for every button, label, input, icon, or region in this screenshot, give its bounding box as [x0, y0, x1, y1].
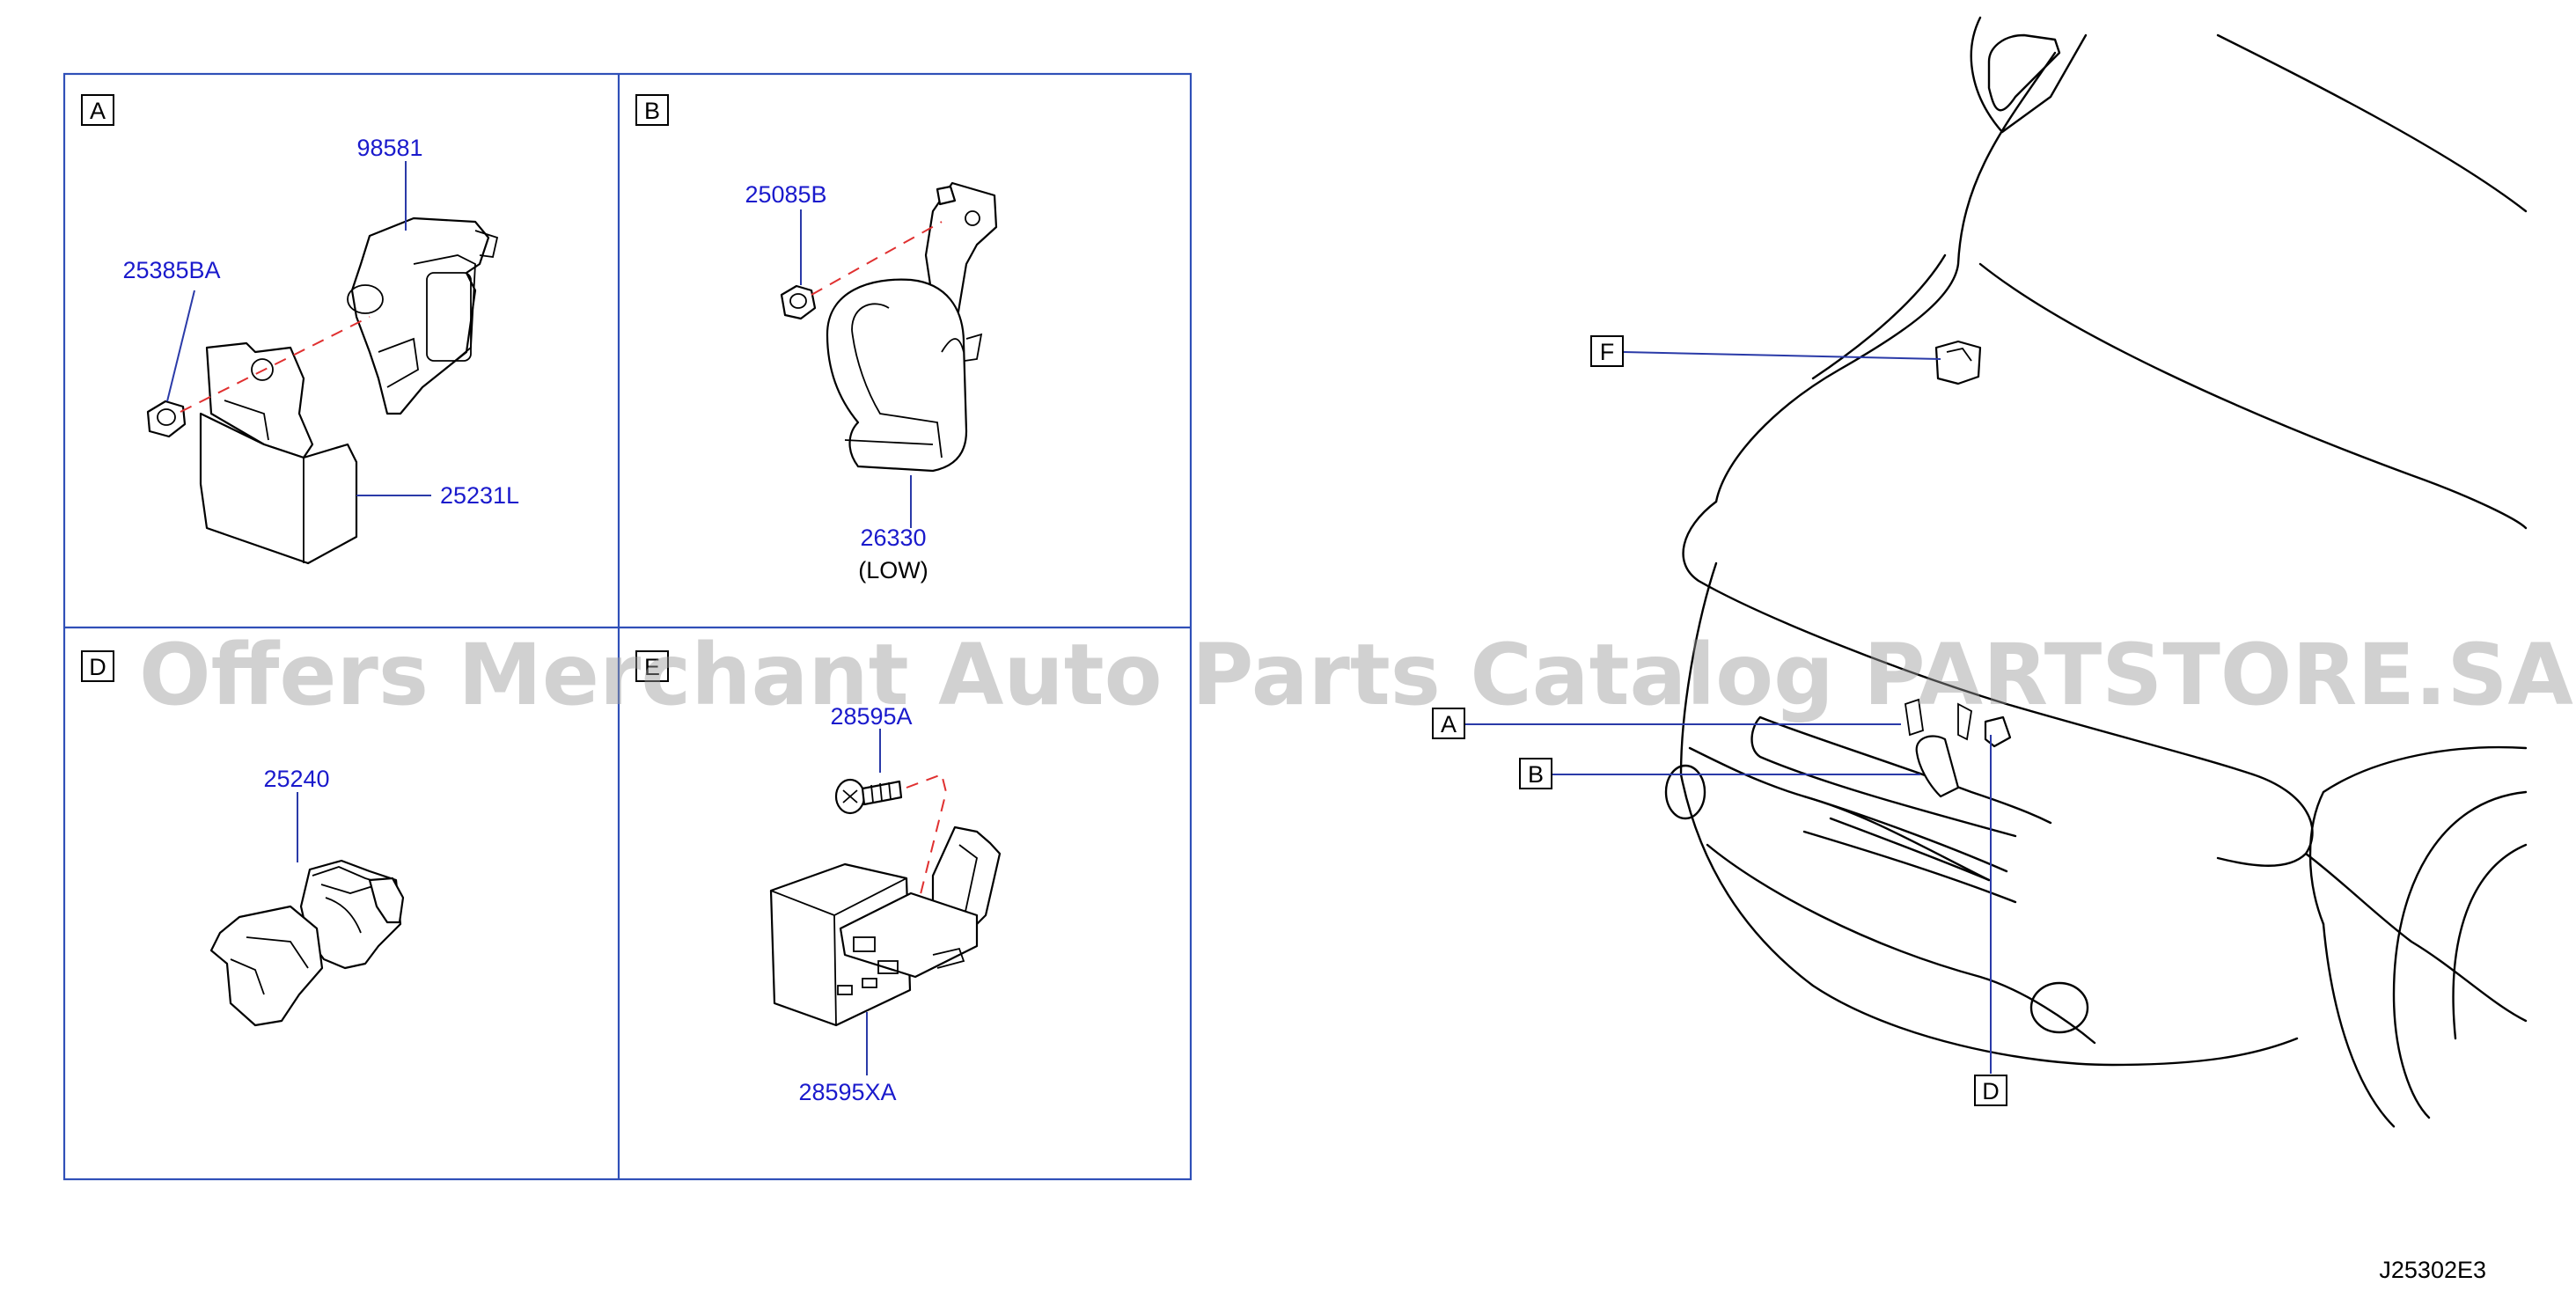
diagram-code: J25302E3 [2379, 1257, 2486, 1283]
part-number-25385ba: 25385BA [122, 257, 220, 283]
panel-grid [62, 72, 1193, 1181]
watermark-text: Offers Merchant Auto Parts Catalog PARTS… [139, 626, 2573, 724]
panel-b: B 25085B 26330 (LOW) [635, 94, 998, 583]
panel-a: A 98581 25385BA 25231L [81, 94, 519, 565]
part-note-low: (LOW) [858, 557, 928, 583]
part-number-28595xa: 28595XA [798, 1079, 896, 1105]
vehicle-callout-d: D [1974, 1075, 2007, 1106]
panel-d-tag: D [89, 654, 106, 680]
panel-e-tag: E [644, 654, 660, 680]
svg-text:D: D [1982, 1078, 2000, 1104]
part-number-25231l: 25231L [440, 482, 519, 509]
bracket-part-25231l[interactable] [199, 341, 358, 565]
sensor-part-98581[interactable] [347, 216, 499, 415]
nut-part-25385ba[interactable] [146, 400, 187, 438]
module-part-28595xa[interactable] [769, 825, 1002, 1027]
part-number-28595a: 28595A [830, 703, 912, 730]
part-number-25240: 25240 [263, 766, 329, 792]
panel-b-tag: B [644, 98, 660, 124]
part-number-26330: 26330 [860, 525, 926, 551]
svg-text:B: B [1528, 761, 1544, 788]
vehicle-callout-a: A [1432, 708, 1465, 739]
vehicle-callout-b: B [1519, 758, 1552, 789]
screw-part-28595a[interactable] [834, 778, 903, 815]
horn-part-26330[interactable] [826, 181, 998, 473]
switch-part-25240[interactable] [209, 859, 405, 1027]
vehicle-callout-f: F [1590, 335, 1624, 367]
panel-d: D 25240 [81, 650, 405, 1027]
panel-e: E 28595A 28595XA [635, 650, 1002, 1105]
svg-text:A: A [1441, 711, 1457, 737]
part-number-25085b: 25085B [745, 181, 826, 208]
nut-part-25085b[interactable] [780, 284, 817, 320]
svg-text:F: F [1600, 339, 1615, 365]
part-number-98581: 98581 [356, 135, 422, 161]
vehicle-component-sensor-f [1934, 340, 1982, 385]
panel-a-tag: A [90, 98, 106, 124]
vehicle-front-illustration [1664, 16, 2528, 1128]
